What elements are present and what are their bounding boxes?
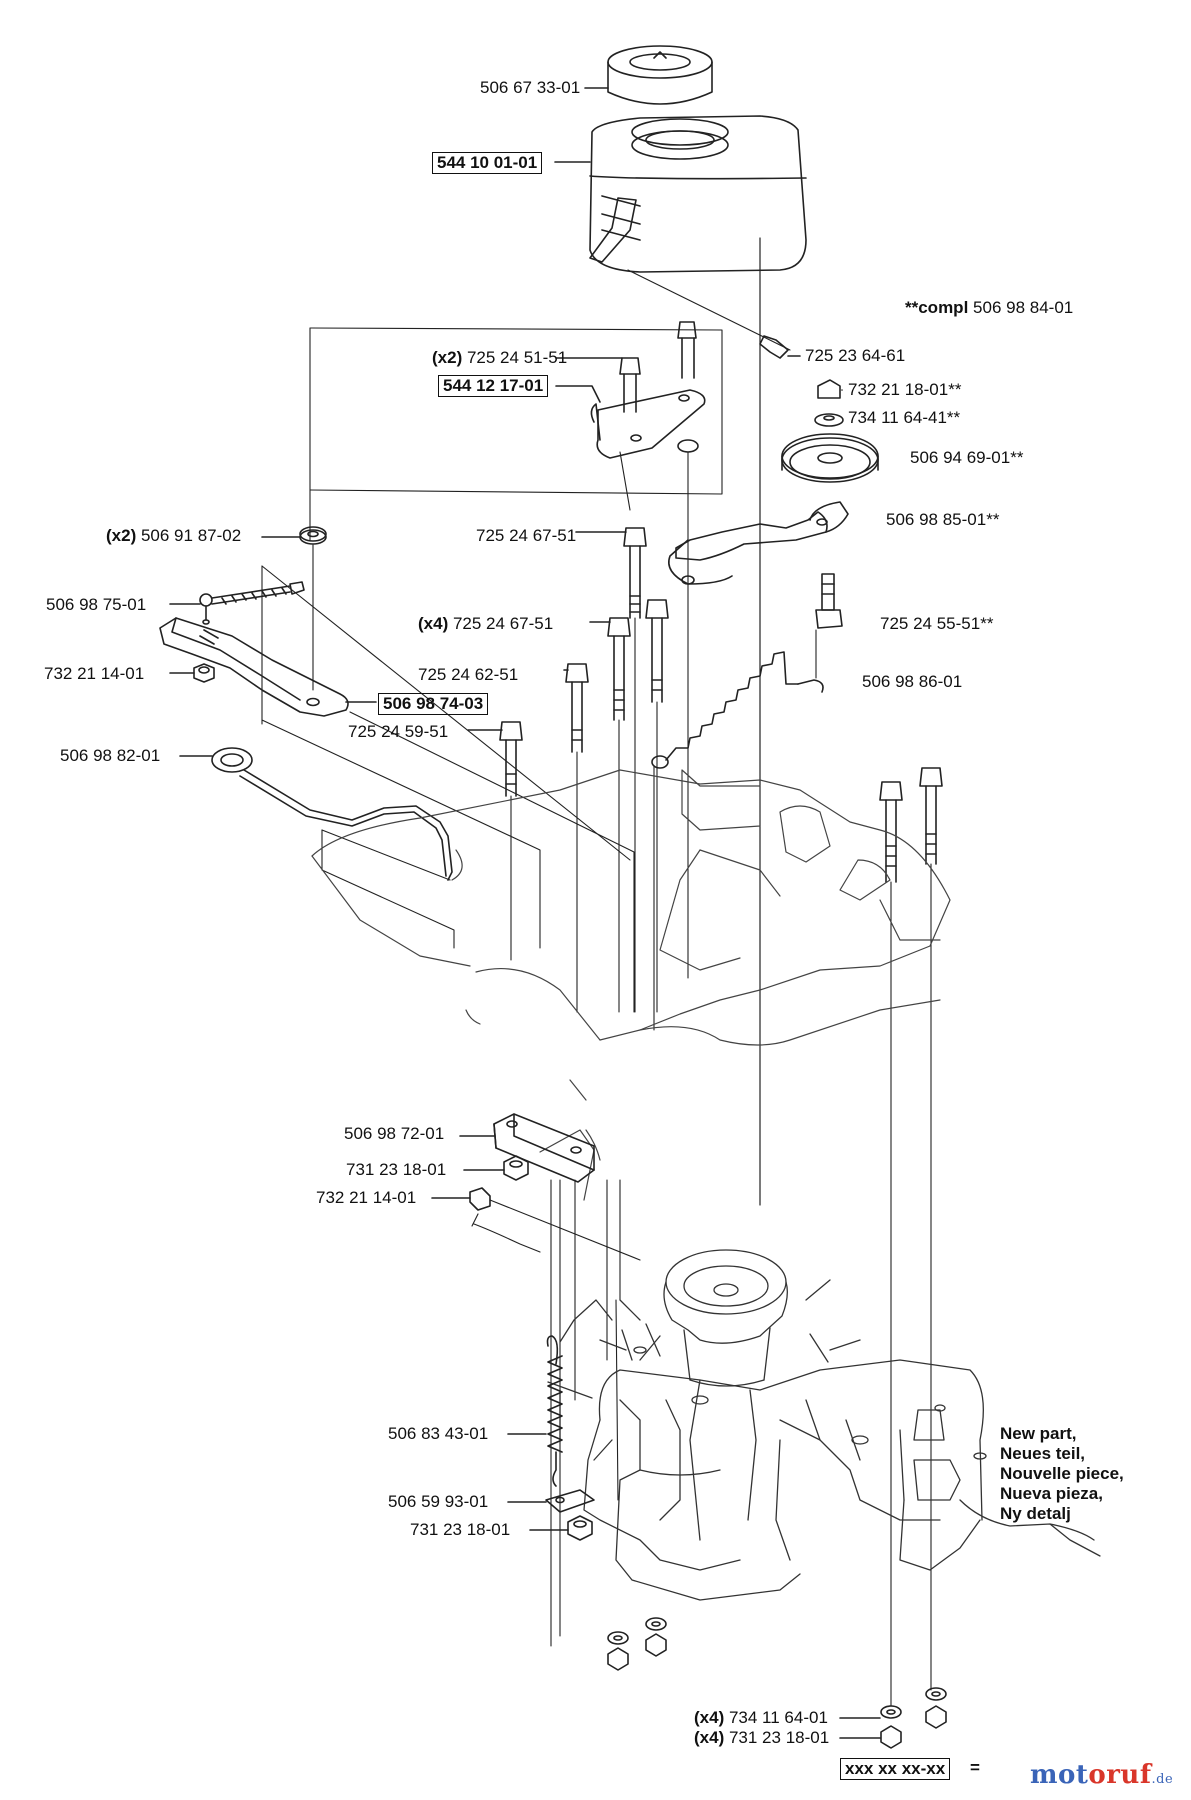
spacer-part — [493, 1113, 595, 1183]
label-upper-spring: 506 98 86-01 — [862, 672, 963, 691]
tensioner-arm-part — [668, 501, 849, 585]
label-bolt-x2: (x2) 725 24 51-51 — [432, 348, 567, 368]
lever-nut-part — [193, 663, 215, 683]
label-rod: 506 98 82-01 — [60, 746, 161, 765]
tank-cap-part — [607, 45, 713, 105]
legend-line-3: Nouvelle piece, — [1000, 1464, 1124, 1483]
label-bolt-x2-number: 725 24 51-51 — [466, 348, 568, 367]
spacer-nut-part — [503, 1155, 529, 1181]
label-bolt-d: 725 24 59-51 — [348, 722, 449, 741]
long-bolts-part — [499, 527, 669, 797]
legend-equals: = — [970, 1758, 980, 1777]
bracket-bolts-part — [619, 321, 699, 979]
label-cable-nut: 732 21 14-01 — [316, 1188, 417, 1207]
label-bolt-x2-qty: (x2) — [432, 348, 463, 367]
label-bolt-b: 725 24 55-51** — [880, 614, 994, 633]
bracket-part — [590, 389, 706, 459]
label-bolt-x4-qty: (x4) — [418, 614, 449, 633]
lever-part — [159, 617, 349, 717]
legend-line-1: New part, — [1000, 1424, 1077, 1443]
label-tank: 544 10 01-01 — [432, 152, 543, 174]
fuel-tank-part — [589, 115, 807, 273]
label-lever-nut: 732 21 14-01 — [44, 664, 145, 683]
label-nut-x4-qty: (x4) — [694, 1728, 725, 1747]
bottom-washers-part — [607, 1617, 947, 1749]
upper-spring-part — [651, 651, 824, 769]
label-washer-top: 734 11 64-41** — [848, 408, 961, 427]
label-spacer-nut: 731 23 18-01 — [346, 1160, 447, 1179]
label-spacer: 506 98 72-01 — [344, 1124, 445, 1143]
label-arm: 506 98 85-01** — [886, 510, 1000, 529]
label-compl: **compl 506 98 84-01 — [905, 298, 1073, 318]
legend-new-part: New part, Neues teil, Nouvelle piece, Nu… — [1000, 1424, 1124, 1524]
rod-part — [211, 747, 453, 881]
logo-part-ruf: oruf — [1088, 1760, 1152, 1790]
label-nut-top: 732 21 18-01** — [848, 380, 962, 399]
label-nut-x4-number: 731 23 18-01 — [728, 1728, 830, 1747]
tank-screw-part — [759, 335, 801, 359]
plate-part — [545, 1489, 595, 1513]
legend-line-2: Neues teil, — [1000, 1444, 1086, 1463]
cable-nut-part — [469, 1187, 641, 1261]
legend-placeholder-box: xxx xx xx-xx — [840, 1758, 951, 1780]
label-bracket: 544 12 17-01 — [438, 375, 549, 397]
label-plate: 506 59 93-01 — [388, 1492, 489, 1511]
lower-spring-part — [546, 1335, 563, 1487]
bottom-nut-part — [567, 1515, 593, 1541]
label-bolt-x4-number: 725 24 67-51 — [452, 614, 554, 633]
logo-part-mo: mot — [1030, 1760, 1089, 1790]
label-tank-cap: 506 67 33-01 — [480, 78, 581, 97]
label-bolt-a: 725 24 67-51 — [476, 526, 577, 545]
ball-joint-part — [199, 581, 305, 625]
label-nut-x4: (x4) 731 23 18-01 — [694, 1728, 829, 1748]
label-ball-joint: 506 98 75-01 — [46, 595, 147, 614]
label-bolt-x4: (x4) 725 24 67-51 — [418, 614, 553, 634]
label-bolt-c: 725 24 62-51 — [418, 665, 519, 684]
label-washer-x4-number: 734 11 64-01 — [728, 1708, 828, 1727]
right-bolts-part — [879, 767, 943, 883]
chassis-outline — [311, 769, 951, 1201]
logo-part-de: .de — [1151, 1772, 1174, 1787]
label-lower-spring: 506 83 43-01 — [388, 1424, 489, 1443]
label-grommet-qty: (x2) — [106, 526, 137, 545]
label-compl-number: 506 98 84-01 — [973, 298, 1074, 317]
label-tank-screw: 725 23 64-61 — [805, 346, 906, 365]
label-pulley: 506 94 69-01** — [910, 448, 1024, 467]
motoruf-logo: motoruf.de — [1030, 1760, 1173, 1790]
grommet-part — [299, 526, 327, 545]
label-bottom-nut: 731 23 18-01 — [410, 1520, 511, 1539]
label-washer-x4: (x4) 734 11 64-01 — [694, 1708, 828, 1728]
label-washer-x4-qty: (x4) — [694, 1708, 725, 1727]
label-grommet-number: 506 91 87-02 — [140, 526, 242, 545]
legend-line-4: Nueva pieza, — [1000, 1484, 1103, 1503]
arm-bolt-part — [815, 573, 843, 629]
label-grommet: (x2) 506 91 87-02 — [106, 526, 241, 546]
transmission-part — [547, 1249, 1101, 1601]
pulley-part — [781, 379, 879, 483]
label-compl-prefix: **compl — [905, 298, 969, 317]
label-lever: 506 98 74-03 — [378, 693, 489, 715]
legend-line-5: Ny detalj — [1000, 1504, 1071, 1523]
